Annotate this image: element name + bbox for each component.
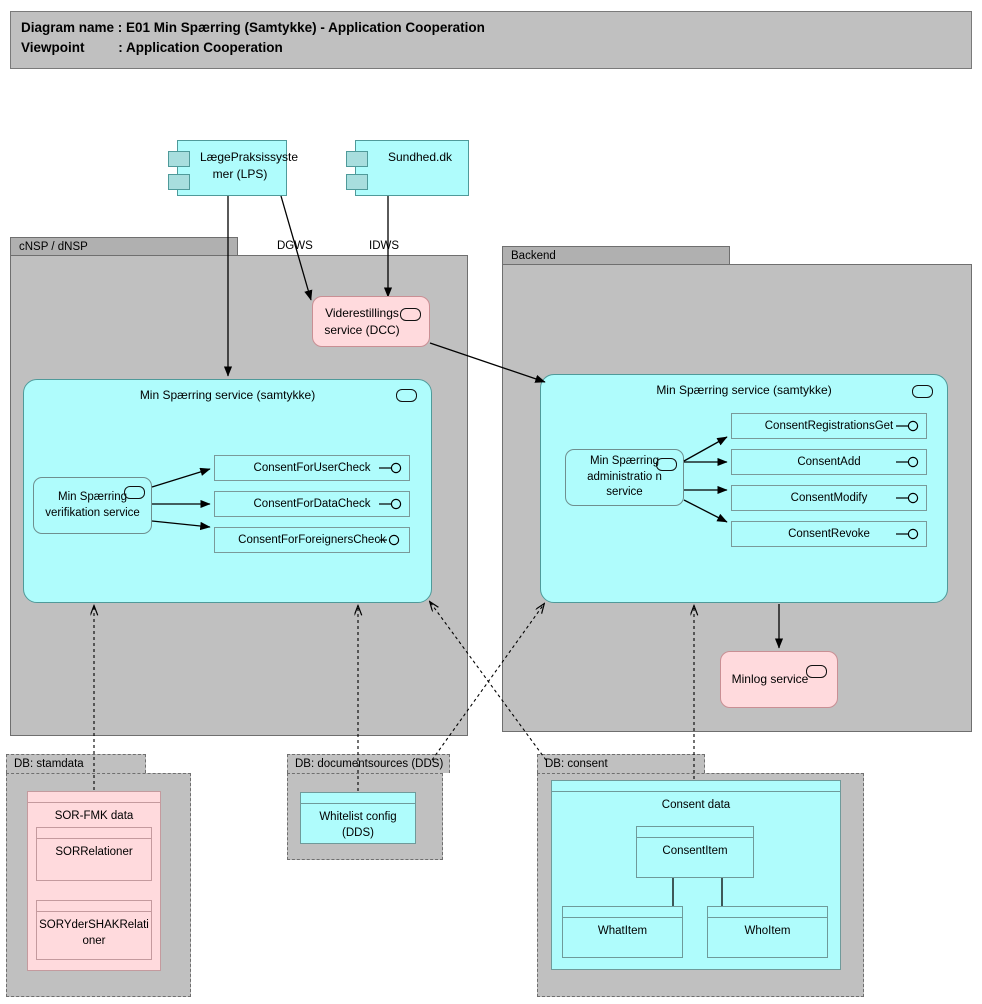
data-object-consentitem[interactable]: ConsentItem <box>636 826 754 878</box>
data-object-strip <box>301 793 415 804</box>
component-glyph-icon <box>806 665 827 678</box>
minlog-service-label: Minlog service <box>731 672 809 686</box>
lps-component-label: LægePraksissyste mer (LPS) <box>200 150 299 181</box>
lps-port-upper <box>168 151 190 167</box>
data-object-label: SOR-FMK data <box>54 810 134 822</box>
sundhed-component-label: Sundhed.dk <box>387 150 453 164</box>
viewpoint-line: Viewpoint : Application Cooperation <box>21 40 283 55</box>
data-object-strip <box>563 907 682 918</box>
dcc-service-label: Viderestillings service (DCC) <box>324 305 400 337</box>
data-object-whatitem[interactable]: WhatItem <box>562 906 683 958</box>
interface-consentadd[interactable]: ConsentAdd <box>731 449 927 475</box>
component-glyph-icon <box>124 486 145 499</box>
interface-consentregistrationsget[interactable]: ConsentRegistrationsGet <box>731 413 927 439</box>
interface-consentforusercheck[interactable]: ConsentForUserCheck <box>214 455 410 481</box>
data-object-whitelist-config[interactable]: Whitelist config (DDS) <box>300 792 416 844</box>
data-object-label: SORYderSHAKRelati oner <box>39 919 149 947</box>
component-glyph-icon <box>396 389 417 402</box>
diagram-name-line: Diagram name : E01 Min Spærring (Samtykk… <box>21 20 485 35</box>
min-spaerring-verifikation-service-label: Min Spærring verifikation service <box>45 491 140 519</box>
data-object-label: ConsentItem <box>662 845 728 857</box>
data-object-label: SORRelationer <box>55 846 133 858</box>
interface-consentfordatacheck[interactable]: ConsentForDataCheck <box>214 491 410 517</box>
lps-component[interactable]: LægePraksissyste mer (LPS) <box>168 140 299 196</box>
interface-label: ConsentModify <box>790 492 868 504</box>
data-object-whoitem[interactable]: WhoItem <box>707 906 828 958</box>
min-spaerring-verifikation-service[interactable]: Min Spærring verifikation service <box>33 477 152 534</box>
db-documentsources-label: DB: documentsources (DDS) <box>295 758 444 770</box>
component-glyph-icon <box>400 308 421 321</box>
data-object-soryder-shak-relationer[interactable]: SORYderSHAKRelati oner <box>36 900 152 960</box>
interface-consentrevoke[interactable]: ConsentRevoke <box>731 521 927 547</box>
idws-label: IDWS <box>369 240 400 252</box>
sundhed-component[interactable]: Sundhed.dk <box>346 140 469 196</box>
min-spaerring-administration-service-label: Min Spærring administratio n service <box>587 455 662 499</box>
lps-port-lower <box>168 174 190 190</box>
interface-consentmodify[interactable]: ConsentModify <box>731 485 927 511</box>
provided-interface-icon <box>896 456 919 468</box>
provided-interface-icon <box>379 534 400 546</box>
backend-service-title: Min Spærring service (samtykke) <box>656 383 832 397</box>
data-object-label: WhatItem <box>597 925 648 937</box>
interface-label: ConsentRegistrationsGet <box>764 420 894 432</box>
data-object-strip <box>37 901 151 912</box>
provided-interface-icon <box>896 420 919 432</box>
data-object-strip <box>37 828 151 839</box>
interface-consentforforeignerscheck[interactable]: ConsentForForeignersCheck <box>214 527 410 553</box>
data-object-strip <box>552 781 840 792</box>
provided-interface-icon <box>379 462 402 474</box>
provided-interface-icon <box>896 492 919 504</box>
minlog-service[interactable]: Minlog service <box>720 651 838 708</box>
backend-group-tab: Backend <box>502 246 730 264</box>
data-object-label: WhoItem <box>744 925 791 937</box>
interface-label: ConsentForDataCheck <box>253 498 371 510</box>
interface-label: ConsentForUserCheck <box>253 462 371 474</box>
cnsp-group-tab: cNSP / dNSP <box>10 237 238 255</box>
db-stamdata-label: DB: stamdata <box>14 758 84 770</box>
data-object-label: Whitelist config (DDS) <box>319 811 397 839</box>
data-object-strip <box>637 827 753 838</box>
data-object-sorrelationer[interactable]: SORRelationer <box>36 827 152 881</box>
data-object-strip <box>708 907 827 918</box>
diagram-title-block: Diagram name : E01 Min Spærring (Samtykk… <box>10 11 972 69</box>
component-glyph-icon <box>912 385 933 398</box>
dcc-service[interactable]: Viderestillings service (DCC) <box>312 296 430 347</box>
db-consent-tab: DB: consent <box>537 754 705 773</box>
min-spaerring-administration-service[interactable]: Min Spærring administratio n service <box>565 449 684 506</box>
provided-interface-icon <box>379 498 402 510</box>
backend-group-label: Backend <box>511 250 556 262</box>
db-stamdata-tab: DB: stamdata <box>6 754 146 773</box>
dgws-label: DGWS <box>277 240 313 252</box>
data-object-label: Consent data <box>661 799 731 811</box>
cnsp-group-label: cNSP / dNSP <box>19 241 88 253</box>
interface-label: ConsentRevoke <box>788 528 870 540</box>
interface-label: ConsentForForeignersCheck <box>238 534 386 546</box>
db-documentsources-tab: DB: documentsources (DDS) <box>287 754 450 773</box>
sundhed-port-upper <box>346 151 368 167</box>
interface-label: ConsentAdd <box>797 456 861 468</box>
db-consent-label: DB: consent <box>545 758 608 770</box>
component-glyph-icon <box>656 458 677 471</box>
sundhed-port-lower <box>346 174 368 190</box>
data-object-strip <box>28 792 160 803</box>
provided-interface-icon <box>896 528 919 540</box>
cnsp-service-title: Min Spærring service (samtykke) <box>139 388 316 402</box>
